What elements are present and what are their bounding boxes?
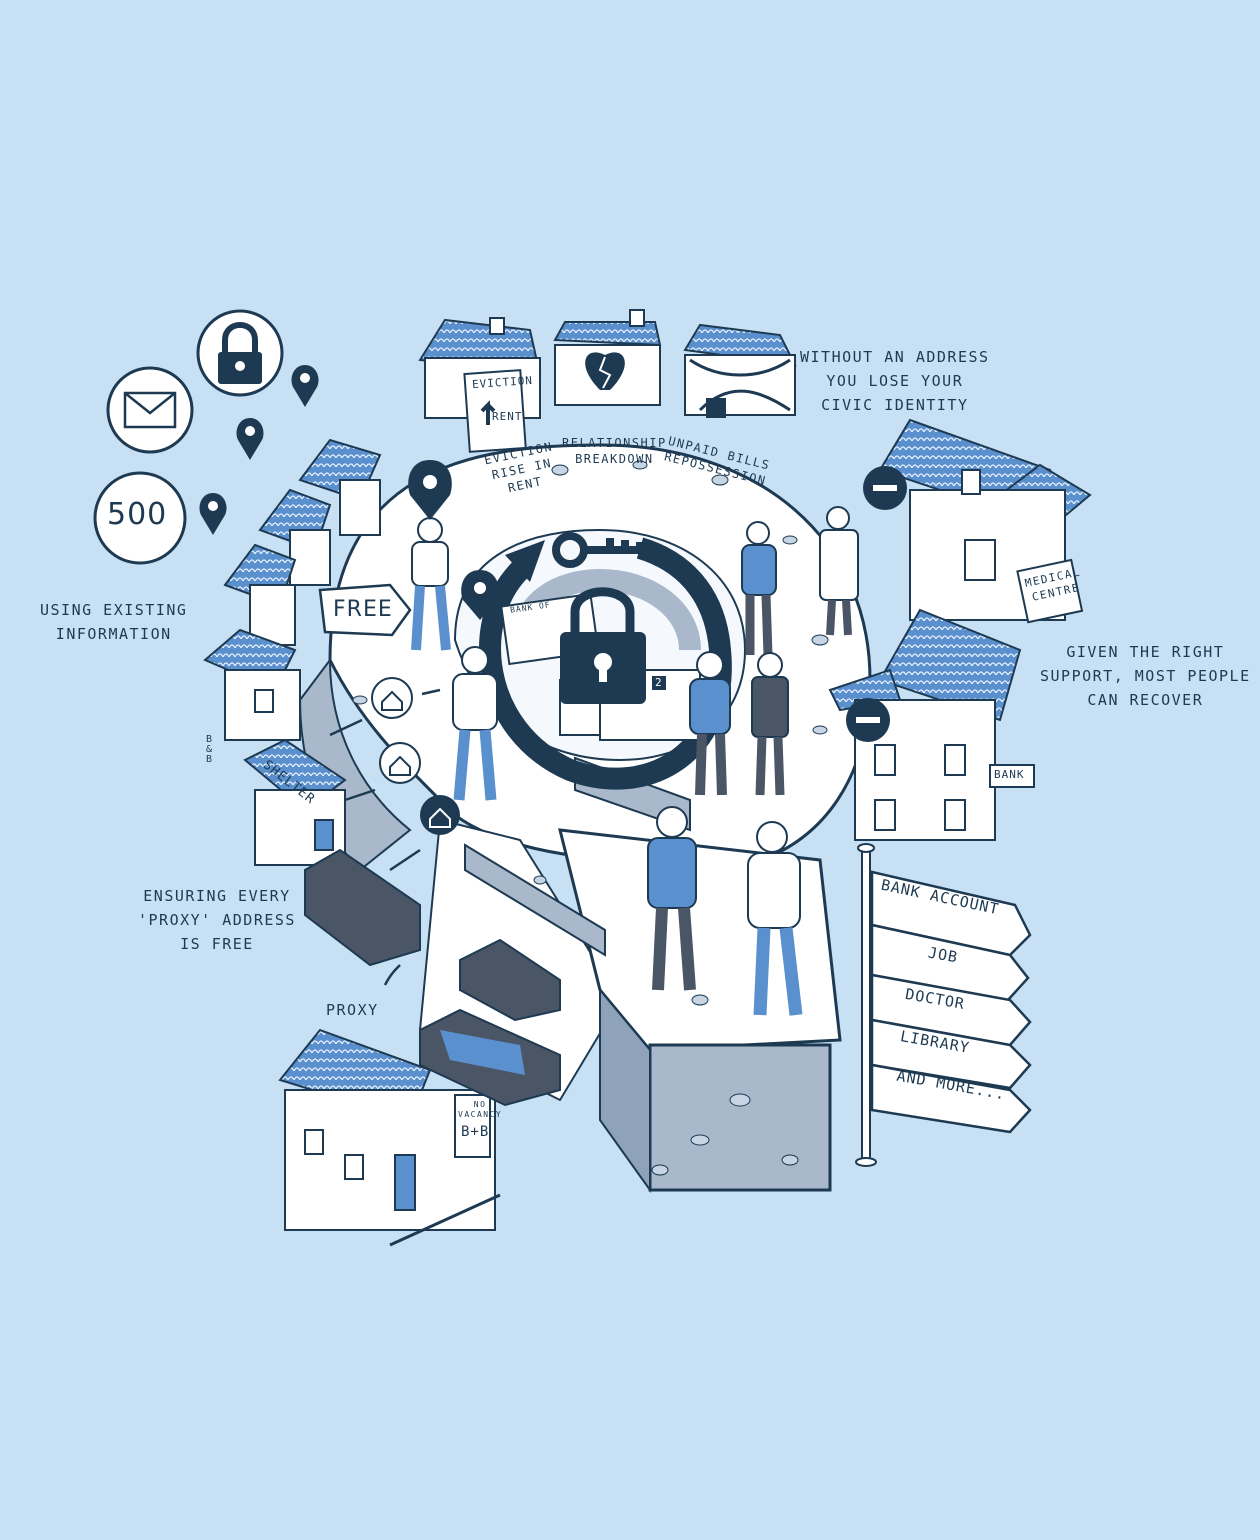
padlock-icon bbox=[196, 309, 284, 397]
location-pin-icon-small bbox=[461, 570, 499, 620]
bb-sign: B & B bbox=[206, 734, 214, 765]
broken-heart-icon bbox=[585, 352, 625, 390]
existing-information-label: USING EXISTING INFORMATION bbox=[40, 601, 188, 643]
person-7 bbox=[747, 821, 803, 1016]
person-5 bbox=[751, 652, 789, 796]
bank-sign: BANK bbox=[994, 768, 1025, 781]
person-6 bbox=[647, 806, 697, 991]
location-pin-icon-large bbox=[408, 460, 452, 520]
house-relationship bbox=[553, 309, 662, 406]
rent-sign-text: RENT bbox=[492, 410, 523, 423]
recover-label: GIVEN THE RIGHT SUPPORT, MOST PEOPLE CAN… bbox=[1040, 643, 1251, 709]
person-2 bbox=[452, 646, 498, 801]
free-tag-text: FREE bbox=[333, 597, 393, 622]
person-3 bbox=[741, 521, 777, 656]
medical-centre-building bbox=[878, 418, 1092, 624]
sofa-lower bbox=[419, 938, 561, 1107]
signpost bbox=[855, 843, 1032, 1167]
house-eviction bbox=[418, 317, 542, 453]
no-entry-icon-medical bbox=[863, 466, 907, 510]
proxy-free-label: ENSURING EVERY 'PROXY' ADDRESS IS FREE bbox=[138, 887, 296, 953]
civic-identity-label: WITHOUT AN ADDRESS YOU LOSE YOUR CIVIC I… bbox=[800, 348, 990, 414]
house-repossession bbox=[683, 323, 797, 418]
counter-badge bbox=[93, 471, 187, 565]
envelope-icon bbox=[106, 366, 194, 454]
key-icon bbox=[552, 532, 644, 568]
person-doctor bbox=[819, 506, 859, 636]
proxy-house-bubbles bbox=[329, 677, 460, 986]
signpost-arrow-doctor bbox=[870, 973, 1032, 1047]
left-houses bbox=[203, 438, 382, 866]
no-vacancy-sign: NO VACANCY bbox=[458, 1100, 503, 1119]
signpost-arrow-bank-account bbox=[870, 870, 1032, 957]
signpost-arrow-more bbox=[870, 1063, 1032, 1134]
free-tag bbox=[318, 583, 412, 637]
person-1 bbox=[411, 517, 451, 651]
padlock-icon bbox=[706, 398, 726, 418]
bb-house bbox=[278, 1028, 501, 1247]
sofa-proxy bbox=[304, 848, 421, 967]
bb-sign-2: B+B bbox=[461, 1124, 490, 1140]
central-padlock-icon bbox=[560, 587, 646, 704]
person-4 bbox=[689, 651, 731, 796]
cause-relationship: RELATIONSHIP BREAKDOWN bbox=[562, 436, 667, 466]
bank-building bbox=[828, 608, 1035, 841]
counter-value: 500 bbox=[107, 497, 168, 532]
no-entry-icon-bank bbox=[846, 698, 890, 742]
cycle-arrow bbox=[479, 537, 732, 790]
id-card-number: 2 bbox=[655, 676, 663, 689]
people bbox=[411, 506, 859, 1016]
location-pin-icon bbox=[199, 365, 319, 535]
proxy-label: PROXY bbox=[326, 1001, 379, 1019]
